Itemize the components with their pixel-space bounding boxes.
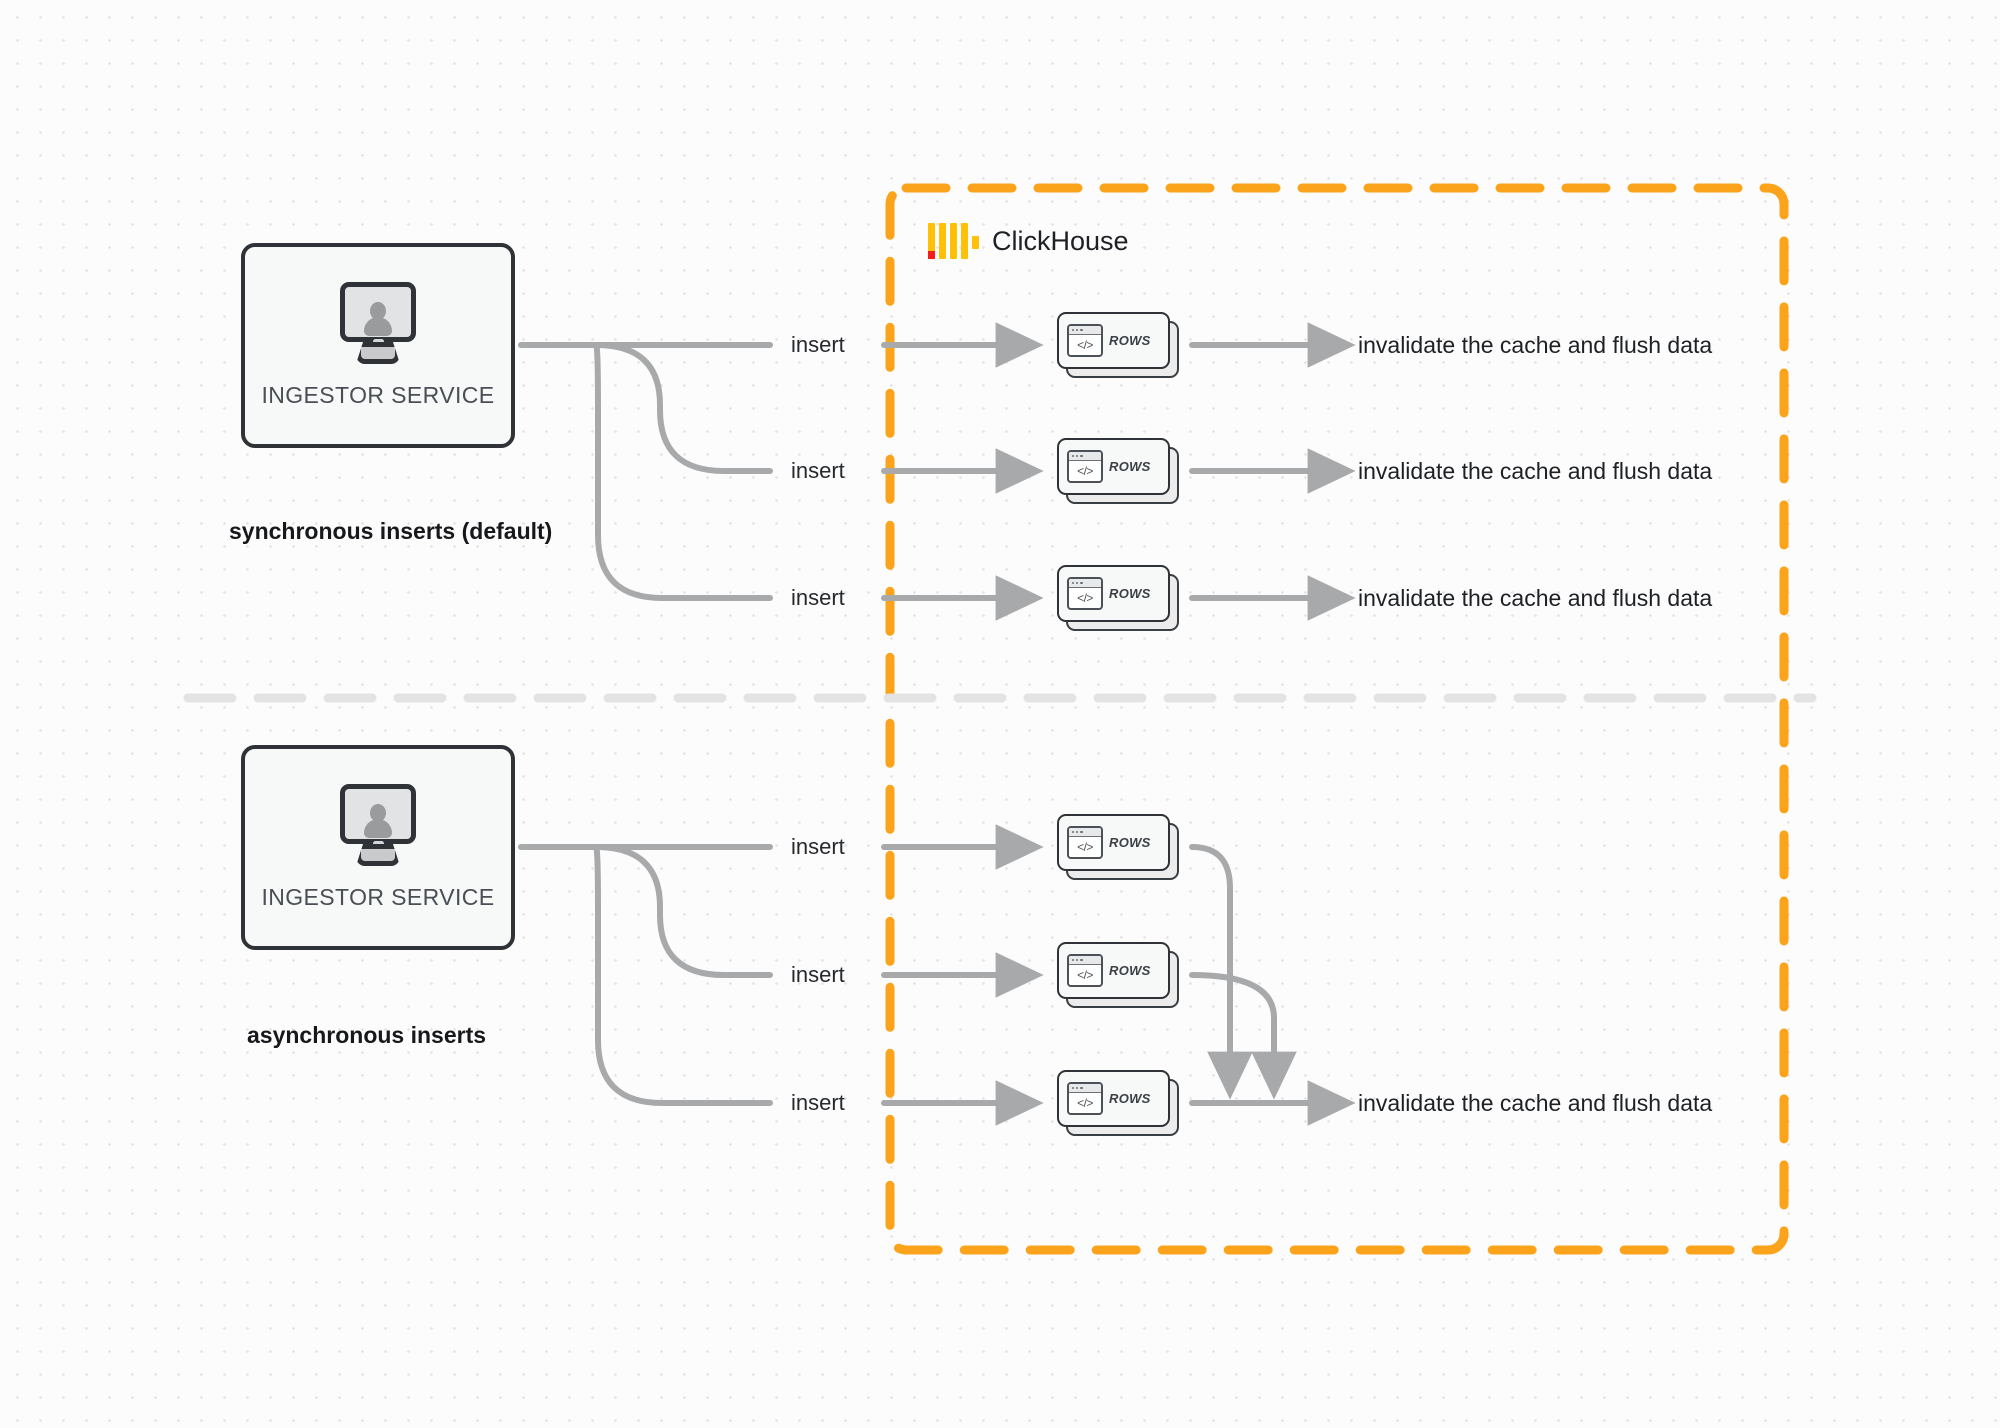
ingestor-service-async[interactable]: INGESTOR SERVICE — [241, 745, 515, 950]
clickhouse-boundary — [885, 183, 1789, 1255]
monitor-user-icon — [332, 282, 424, 366]
sink-label-async-merged: invalidate the cache and flush data — [1358, 1090, 1713, 1116]
clickhouse-brand: ClickHouse — [928, 223, 1129, 259]
section-label-asynchronous: asynchronous inserts — [247, 1022, 487, 1048]
async-branch-row3 — [593, 844, 773, 1106]
edge-label-async-insert-2: insert — [791, 962, 845, 987]
rows-node-async-2[interactable]: </> ROWS — [1057, 942, 1179, 1008]
clickhouse-logo-icon — [928, 223, 979, 259]
code-window-icon: </> — [1067, 1082, 1103, 1115]
rows-node-sync-2[interactable]: </> ROWS — [1057, 438, 1179, 504]
section-label-synchronous: synchronous inserts (default) — [229, 518, 553, 544]
rows-node-sync-3[interactable]: </> ROWS — [1057, 565, 1179, 631]
rows-node-label: ROWS — [1109, 459, 1151, 474]
rows-node-label: ROWS — [1109, 586, 1151, 601]
code-glyph: </> — [1077, 968, 1093, 982]
code-window-icon: </> — [1067, 826, 1103, 859]
monitor-user-icon — [332, 784, 424, 868]
rows-node-async-1[interactable]: </> ROWS — [1057, 814, 1179, 880]
rows-node-sync-1[interactable]: </> ROWS — [1057, 312, 1179, 378]
rows-node-async-3[interactable]: </> ROWS — [1057, 1070, 1179, 1136]
rows-node-label: ROWS — [1109, 333, 1151, 348]
edge-label-async-insert-1: insert — [791, 834, 845, 859]
ingestor-service-sync-label: INGESTOR SERVICE — [261, 382, 495, 408]
edge-label-async-insert-3: insert — [791, 1090, 845, 1115]
code-glyph: </> — [1077, 464, 1093, 478]
edge-label-sync-insert-3: insert — [791, 585, 845, 610]
rows-node-label: ROWS — [1109, 835, 1151, 850]
async-branch-row2 — [593, 844, 773, 978]
sink-label-sync-3: invalidate the cache and flush data — [1358, 585, 1713, 611]
clickhouse-brand-name: ClickHouse — [992, 225, 1129, 256]
rows-node-label: ROWS — [1109, 1091, 1151, 1106]
edge-label-sync-insert-1: insert — [791, 332, 845, 357]
async-merge-from-row1 — [1189, 844, 1253, 1100]
code-window-icon: </> — [1067, 324, 1103, 357]
code-window-icon: </> — [1067, 577, 1103, 610]
code-glyph: </> — [1077, 840, 1093, 854]
code-window-icon: </> — [1067, 450, 1103, 483]
code-glyph: </> — [1077, 338, 1093, 352]
code-glyph: </> — [1077, 591, 1093, 605]
sync-branch-row3 — [593, 342, 773, 601]
ingestor-service-sync[interactable]: INGESTOR SERVICE — [241, 243, 515, 448]
rows-node-label: ROWS — [1109, 963, 1151, 978]
sink-label-sync-1: invalidate the cache and flush data — [1358, 332, 1713, 358]
sink-label-sync-2: invalidate the cache and flush data — [1358, 458, 1713, 484]
code-glyph: </> — [1077, 1096, 1093, 1110]
sync-branch-row2 — [593, 342, 773, 474]
edge-label-sync-insert-2: insert — [791, 458, 845, 483]
async-merge-from-row2 — [1189, 972, 1297, 1100]
ingestor-service-async-label: INGESTOR SERVICE — [261, 884, 495, 910]
code-window-icon: </> — [1067, 954, 1103, 987]
